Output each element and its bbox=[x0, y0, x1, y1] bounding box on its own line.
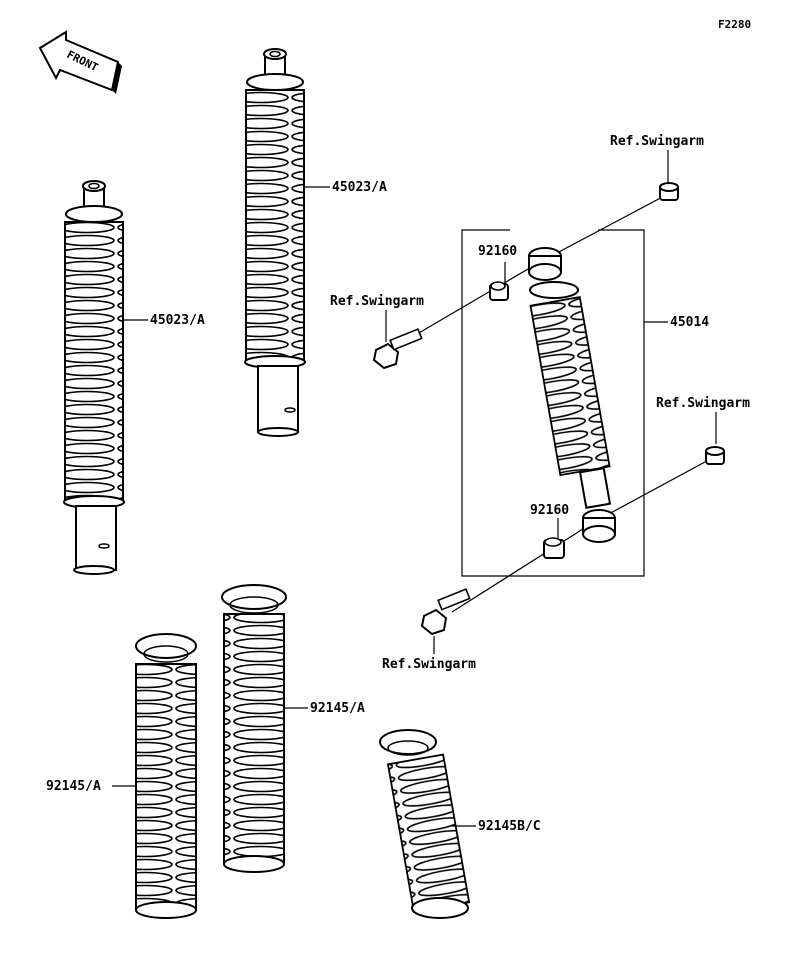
label-bushing-top: 92160 bbox=[478, 244, 517, 259]
label-ref-right: Ref.Swingarm bbox=[656, 396, 750, 411]
label-shock-assembly: 45014 bbox=[670, 315, 709, 330]
label-spring-middle: 92145/A bbox=[310, 701, 365, 716]
shock-assembly-icon bbox=[528, 247, 616, 543]
label-ref-bottom: Ref.Swingarm bbox=[382, 657, 476, 672]
nut-top-icon bbox=[659, 182, 679, 201]
bolt-top-icon bbox=[372, 328, 423, 370]
axis-line-top-right bbox=[539, 193, 669, 263]
label-ref-bolt-top: Ref.Swingarm bbox=[330, 294, 424, 309]
axis-line-bottom-right bbox=[593, 455, 717, 523]
shock-absorber-left bbox=[63, 180, 125, 575]
bolt-bottom-icon bbox=[420, 588, 471, 636]
assembly-bracket bbox=[461, 229, 645, 577]
figure-code: F2280 bbox=[718, 18, 751, 31]
bushing-bottom-icon bbox=[543, 537, 565, 559]
label-spring-small: 92145B/C bbox=[478, 819, 541, 834]
axis-line-bottom-left bbox=[451, 521, 595, 613]
spring-left bbox=[135, 633, 197, 919]
label-shock-middle: 45023/A bbox=[332, 180, 387, 195]
shock-absorber-middle bbox=[244, 48, 306, 437]
bushing-top-icon bbox=[489, 281, 509, 301]
axis-line-top-left bbox=[399, 261, 541, 345]
label-shock-left: 45023/A bbox=[150, 313, 205, 328]
spring-middle bbox=[221, 584, 287, 873]
nut-right-icon bbox=[705, 446, 725, 465]
label-spring-left: 92145/A bbox=[46, 779, 101, 794]
spring-small bbox=[379, 729, 471, 919]
label-bushing-bottom: 92160 bbox=[530, 503, 569, 518]
front-arrow-icon: FRONT bbox=[38, 30, 122, 94]
label-ref-top: Ref.Swingarm bbox=[610, 134, 704, 149]
